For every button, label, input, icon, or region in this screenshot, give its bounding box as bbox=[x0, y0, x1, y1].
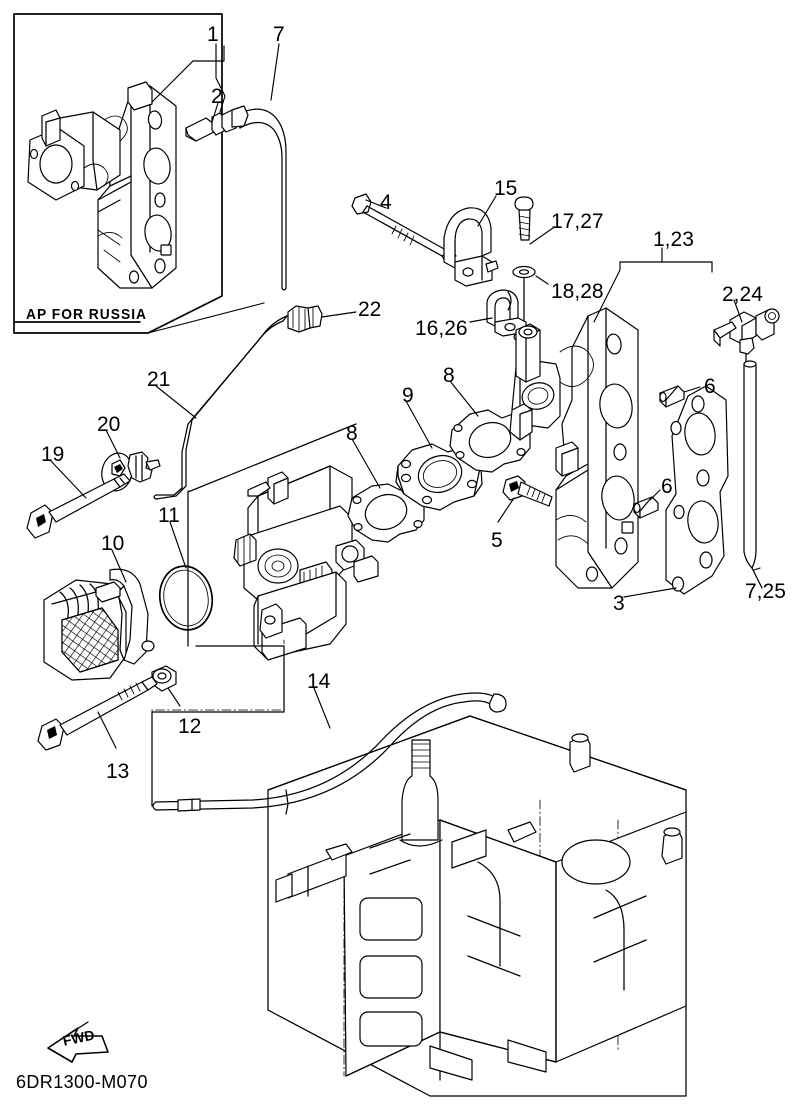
silencer-cover bbox=[43, 568, 155, 681]
callout-8-lower: 8 bbox=[346, 422, 358, 445]
callout-15: 15 bbox=[494, 177, 518, 200]
dowel-pin-lower bbox=[633, 496, 659, 519]
long-bolt bbox=[351, 193, 457, 263]
callout-6-lower: 6 bbox=[661, 475, 673, 498]
engine-block-phantom bbox=[151, 423, 687, 1097]
gasket-lower bbox=[347, 483, 425, 543]
callout-10: 10 bbox=[101, 532, 125, 555]
callout-3: 3 bbox=[613, 592, 625, 615]
bolt-silencer bbox=[37, 676, 158, 751]
callout-2-24: 2,24 bbox=[722, 283, 763, 306]
inset-caption: AP FOR RUSSIA bbox=[26, 306, 148, 323]
insulator bbox=[395, 443, 483, 511]
callout-11: 11 bbox=[158, 504, 180, 527]
fuel-hose-right bbox=[743, 360, 763, 589]
diagram-code: 6DR1300-M070 bbox=[16, 1072, 148, 1092]
fwd-arrow bbox=[47, 1021, 109, 1063]
callout-21: 21 bbox=[147, 368, 171, 391]
hose-clamp-bracket bbox=[443, 207, 499, 287]
callout-6-upper: 6 bbox=[704, 375, 716, 398]
manifold-gasket bbox=[665, 385, 729, 595]
washer bbox=[512, 265, 536, 279]
callout-4: 4 bbox=[380, 191, 392, 214]
callout-18-28: 18,28 bbox=[551, 280, 604, 303]
inset-joint bbox=[185, 109, 237, 142]
callout-20: 20 bbox=[97, 413, 121, 436]
bolt-flange bbox=[502, 475, 553, 507]
callout-22: 22 bbox=[358, 298, 382, 321]
inset-frame bbox=[13, 13, 223, 334]
choke-rod bbox=[153, 315, 288, 500]
intake-manifold bbox=[509, 307, 639, 589]
bolt-long bbox=[26, 473, 131, 539]
inset-intake-manifold bbox=[27, 81, 177, 289]
callout-17-27: 17,27 bbox=[551, 210, 604, 233]
callout-9: 9 bbox=[402, 384, 414, 407]
callout-1-23: 1,23 bbox=[653, 228, 694, 251]
fuel-joint bbox=[713, 308, 780, 365]
clip bbox=[287, 305, 323, 333]
callout-2: 2 bbox=[211, 85, 223, 108]
callout-12: 12 bbox=[178, 715, 202, 738]
callout-8-upper: 8 bbox=[443, 364, 455, 387]
callout-1: 1 bbox=[207, 23, 219, 46]
callout-14: 14 bbox=[307, 670, 331, 693]
callout-16-26: 16,26 bbox=[415, 317, 468, 340]
callout-7: 7 bbox=[273, 23, 285, 46]
inset-hose bbox=[231, 105, 287, 291]
carburetor bbox=[233, 465, 379, 661]
o-ring bbox=[158, 565, 214, 631]
fuel-hose-long bbox=[152, 692, 507, 812]
screw bbox=[514, 196, 534, 241]
inset-leaders bbox=[151, 43, 280, 123]
leader-lines bbox=[49, 195, 761, 749]
dowel-pin-upper bbox=[659, 385, 685, 408]
callout-19: 19 bbox=[41, 443, 65, 466]
callout-5: 5 bbox=[491, 529, 503, 552]
callout-7-25: 7,25 bbox=[745, 580, 786, 603]
callout-13: 13 bbox=[106, 760, 130, 783]
collar bbox=[151, 665, 177, 692]
